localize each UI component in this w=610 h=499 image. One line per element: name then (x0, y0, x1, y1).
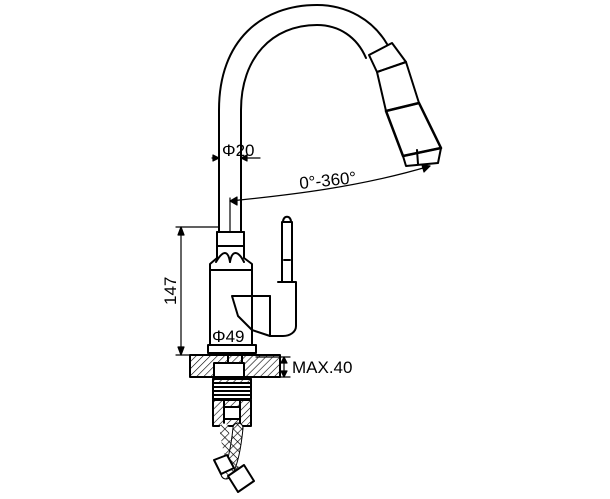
spout-diameter-dimension (211, 149, 261, 167)
spray-head (368, 42, 443, 167)
height-dimension (175, 226, 220, 356)
rotation-label: 0°-360° (298, 168, 357, 193)
spout (218, 4, 388, 233)
rotation-dimension (229, 164, 431, 233)
base-diameter-label: Φ49 (212, 327, 244, 346)
cartridge-wedge (231, 295, 253, 331)
max-thickness-label: MAX.40 (292, 358, 352, 377)
base-flange (189, 344, 281, 378)
mounting-nut (212, 399, 252, 427)
hose-fittings (213, 454, 255, 493)
max-thickness-dimension (255, 356, 291, 378)
height-label: 147 (161, 277, 180, 305)
lever-handle (251, 215, 297, 337)
threaded-shank (212, 378, 252, 400)
spout-diameter-label: Φ20 (222, 141, 254, 160)
